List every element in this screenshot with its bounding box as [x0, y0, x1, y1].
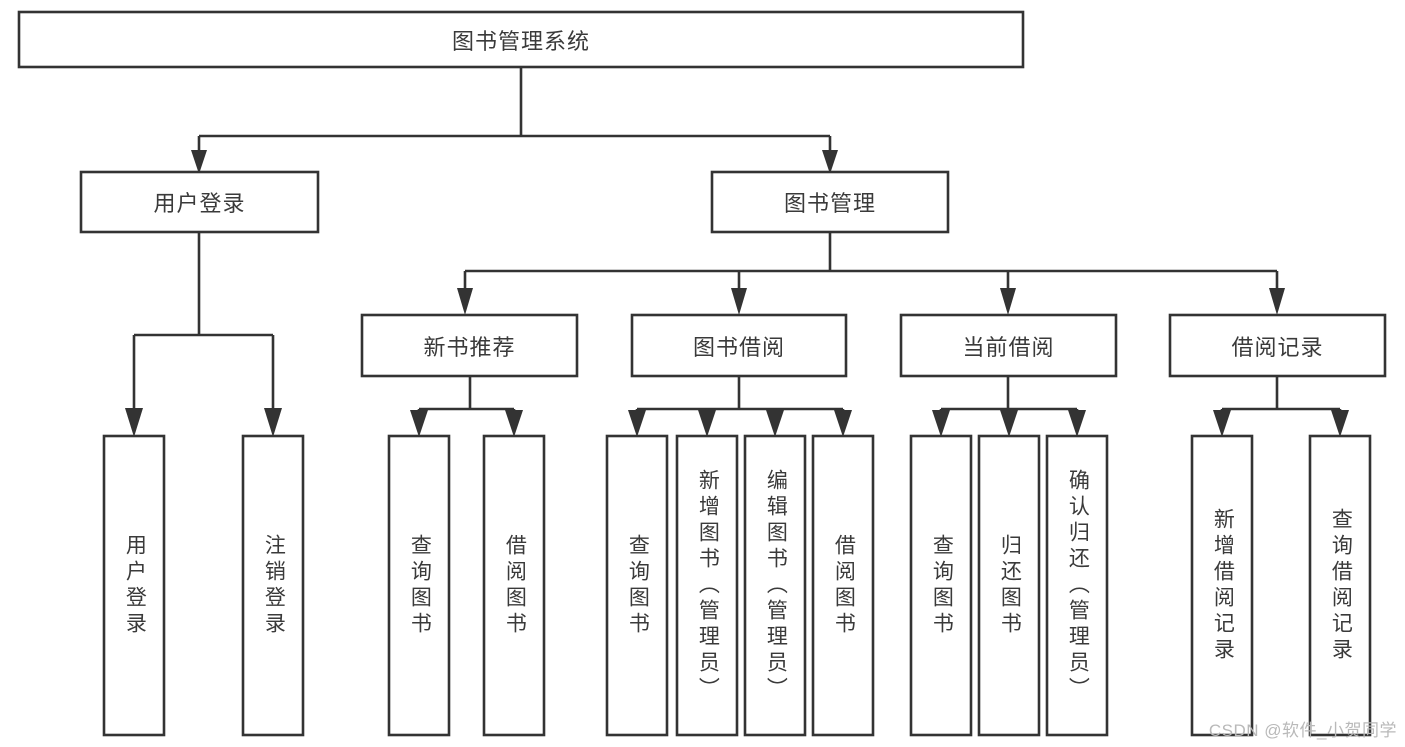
arrow-user-login-child-0: [125, 408, 143, 437]
leaf-new-book-1[interactable]: [482, 434, 546, 737]
node-book-borrow[interactable]: [630, 313, 848, 378]
node-borrow-record[interactable]: [1168, 313, 1387, 378]
arrow-book-borrow-child-3: [834, 410, 852, 437]
arrow-current-borrow-child-2: [1068, 410, 1086, 437]
arrow-current-borrow-child-0: [932, 410, 950, 437]
arrow-borrow-record-child-1: [1331, 410, 1349, 437]
leaf-borrow-record-0[interactable]: [1190, 434, 1254, 737]
leaf-current-borrow-0[interactable]: [909, 434, 973, 737]
node-book-manage[interactable]: [710, 170, 950, 234]
leaf-current-borrow-2[interactable]: [1045, 434, 1109, 737]
arrow-book-borrow-child-2: [766, 410, 784, 437]
arrow-new-book-child-0: [410, 410, 428, 437]
leaf-user-login-1[interactable]: [241, 434, 305, 737]
arrow-book-manage-child-0: [457, 288, 473, 315]
arrow-book-borrow-child-1: [698, 410, 716, 437]
leaf-book-borrow-1[interactable]: [675, 434, 739, 737]
node-root[interactable]: [17, 10, 1025, 69]
leaf-book-borrow-3[interactable]: [811, 434, 875, 737]
arrow-root-to-user-login: [191, 150, 207, 174]
node-new-book-recommend[interactable]: [360, 313, 579, 378]
nodes-group: [17, 10, 1387, 737]
arrow-root-to-book-manage: [822, 150, 838, 174]
arrow-new-book-child-1: [505, 410, 523, 437]
leaf-new-book-0[interactable]: [387, 434, 451, 737]
arrow-book-manage-child-3: [1269, 288, 1285, 315]
leaf-borrow-record-1[interactable]: [1308, 434, 1372, 737]
node-user-login[interactable]: [79, 170, 320, 234]
arrow-current-borrow-child-1: [1000, 410, 1018, 437]
arrow-book-manage-child-1: [731, 288, 747, 315]
leaf-current-borrow-1[interactable]: [977, 434, 1041, 737]
arrow-book-borrow-child-0: [628, 410, 646, 437]
leaf-book-borrow-2[interactable]: [743, 434, 807, 737]
leaf-user-login-0[interactable]: [102, 434, 166, 737]
arrow-user-login-child-1: [264, 408, 282, 437]
node-current-borrow[interactable]: [899, 313, 1118, 378]
arrow-book-manage-child-2: [1000, 288, 1016, 315]
leaf-book-borrow-0[interactable]: [605, 434, 669, 737]
edges-group: [125, 67, 1349, 437]
arrow-borrow-record-child-0: [1213, 410, 1231, 437]
